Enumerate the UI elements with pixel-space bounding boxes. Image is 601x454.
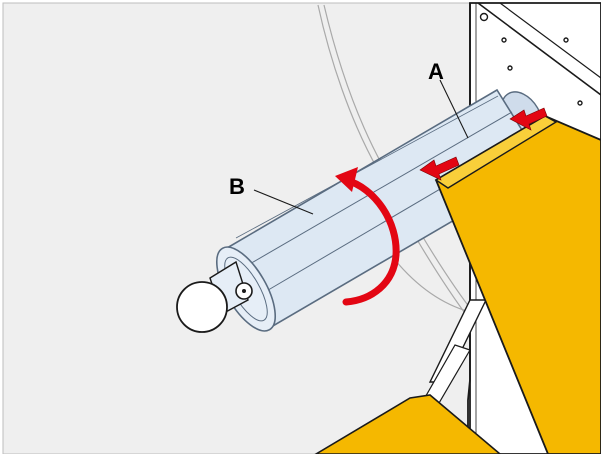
direction-arrow-upper [509, 107, 548, 131]
callout-b-leader [253, 189, 314, 215]
knob [176, 281, 228, 333]
direction-arrow-lower [419, 156, 460, 181]
rotation-arrow-shaft [342, 176, 400, 306]
shaft-center-dot [242, 289, 246, 293]
frame-hole [479, 12, 489, 22]
frame-hole [507, 65, 513, 71]
frame-hole [577, 100, 583, 106]
curved-rotation-arrow-icon [335, 167, 400, 306]
callout-b-label: B [229, 174, 245, 199]
frame-hole [563, 37, 569, 43]
straight-double-arrow-icon [419, 107, 548, 181]
guide-trace-lower [394, 259, 471, 313]
rotation-arrow-head [335, 167, 358, 192]
frame-edge [477, 2, 601, 96]
callout-a-label: A [428, 59, 444, 84]
frame-hole [501, 37, 507, 43]
callout-a-leader [439, 79, 469, 139]
web-material-fold [434, 115, 558, 189]
frame-edge-2 [499, 2, 601, 79]
roller-groove [235, 95, 499, 239]
web-material-lower [314, 394, 502, 454]
